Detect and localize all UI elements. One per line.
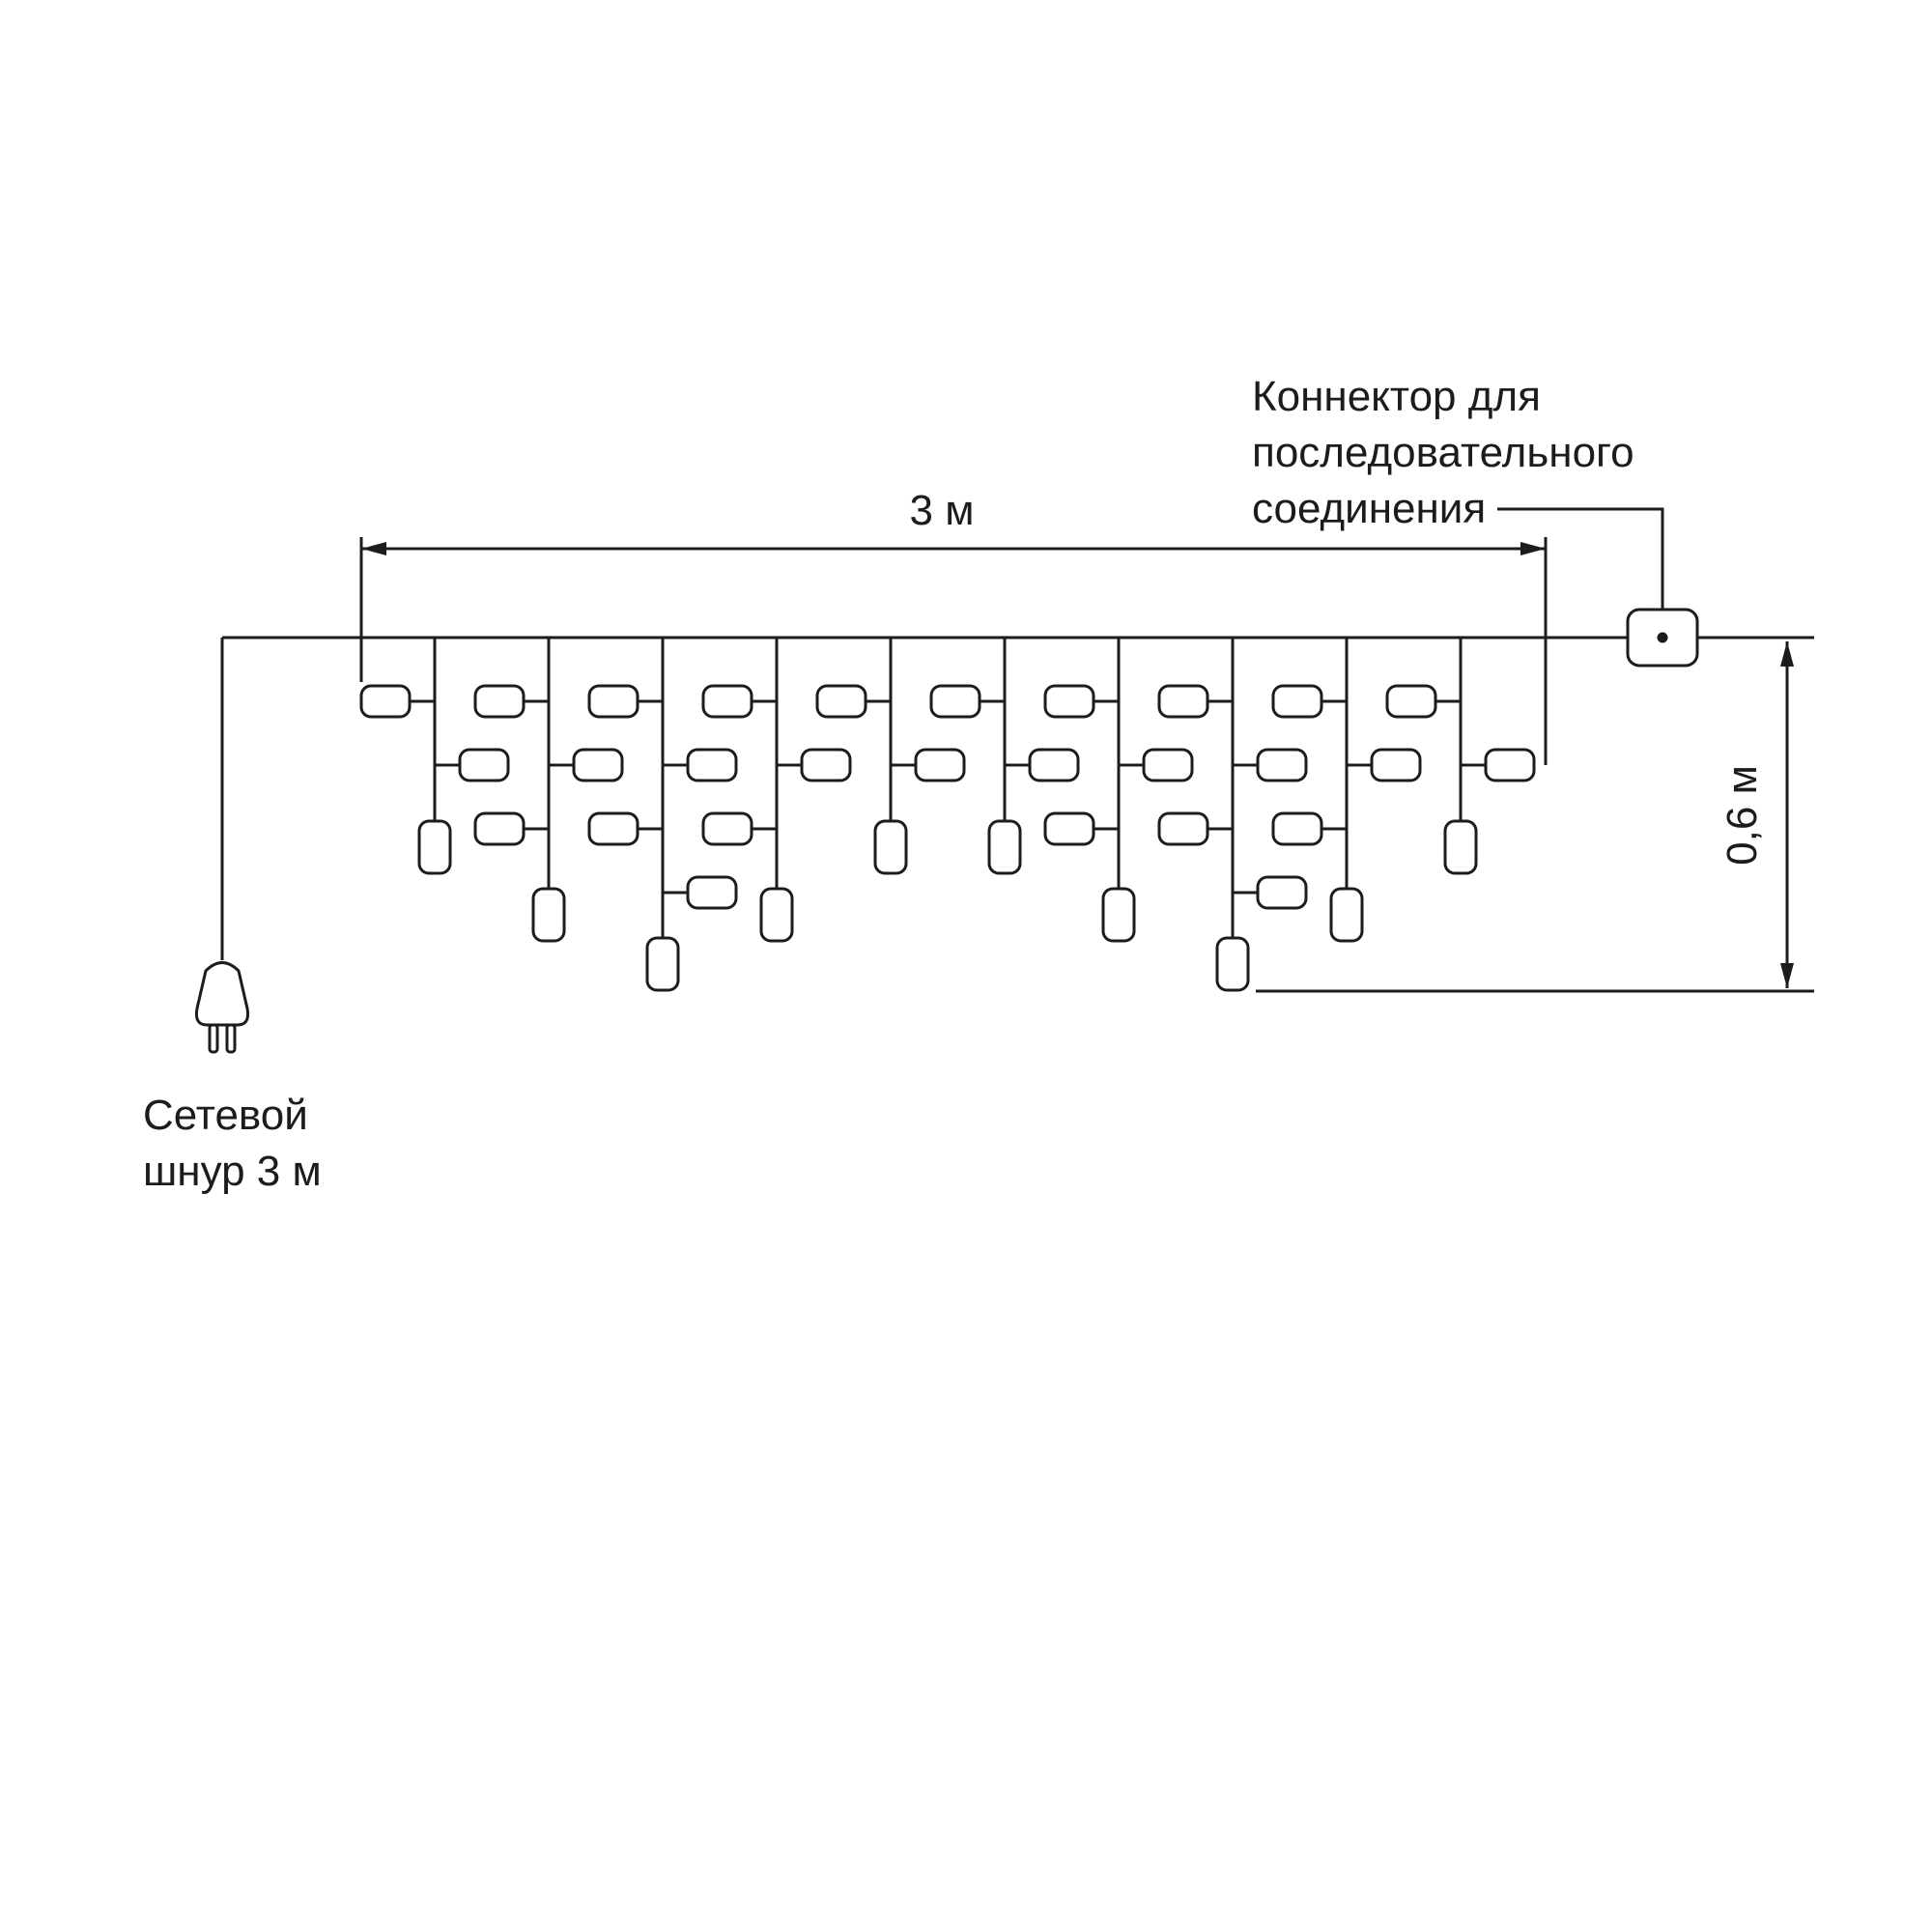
dim-right-arrow-top <box>1780 641 1794 667</box>
bulb <box>587 684 639 719</box>
bulb <box>1385 684 1437 719</box>
bulb <box>1028 748 1080 782</box>
bulb <box>1157 684 1209 719</box>
serial-connector-pin <box>1657 632 1668 643</box>
power-cord-note-line: шнур 3 м <box>143 1148 322 1195</box>
bulb <box>1256 748 1308 782</box>
power-cord-note-line: Сетевой <box>143 1092 308 1139</box>
bulb-terminal <box>873 819 908 875</box>
dim-right-arrow-bottom <box>1780 963 1794 988</box>
dim-top-arrow-left <box>361 542 386 555</box>
bulb <box>701 684 753 719</box>
bulb <box>458 748 510 782</box>
bulb <box>800 748 852 782</box>
bulb-terminal <box>531 887 566 943</box>
bulb <box>1256 875 1308 910</box>
bulb-terminal <box>759 887 794 943</box>
connector-leader-line <box>1497 507 1664 610</box>
connector-note-line: последовательного <box>1252 429 1634 476</box>
bulb-terminal <box>987 819 1022 875</box>
connector-note: Коннектор для последовательного соединен… <box>1252 369 1634 537</box>
plug-prong <box>208 1023 219 1054</box>
bulb <box>1271 811 1323 846</box>
bulb <box>701 811 753 846</box>
bulb-terminal <box>1443 819 1478 875</box>
bulb <box>359 684 412 719</box>
bulb <box>1157 811 1209 846</box>
bulb <box>1043 684 1095 719</box>
bulb-terminal <box>417 819 452 875</box>
bulb <box>473 684 526 719</box>
bulb <box>815 684 867 719</box>
power-cord-note: Сетевой шнур 3 м <box>143 1088 322 1200</box>
dim-top-arrow-right <box>1520 542 1546 555</box>
bulb <box>686 875 738 910</box>
plug-prong <box>225 1023 237 1054</box>
bulb <box>929 684 981 719</box>
bulb-terminal <box>1215 936 1250 992</box>
bulb <box>572 748 624 782</box>
bulb-terminal <box>1101 887 1136 943</box>
bulb <box>1370 748 1422 782</box>
bulb <box>1484 748 1536 782</box>
power-plug-icon <box>195 961 249 1027</box>
connector-note-line: Коннектор для <box>1252 373 1541 420</box>
bulb-terminal <box>1329 887 1364 943</box>
bulb <box>473 811 526 846</box>
width-dimension-label: 3 м <box>909 487 975 534</box>
bulb-terminal <box>645 936 680 992</box>
bulb <box>1043 811 1095 846</box>
bulb <box>914 748 966 782</box>
height-dimension-label: 0,6 м <box>1719 765 1766 866</box>
bulb <box>1271 684 1323 719</box>
bulb <box>587 811 639 846</box>
bulb <box>1142 748 1194 782</box>
connector-note-line: соединения <box>1252 485 1487 532</box>
bulb <box>686 748 738 782</box>
